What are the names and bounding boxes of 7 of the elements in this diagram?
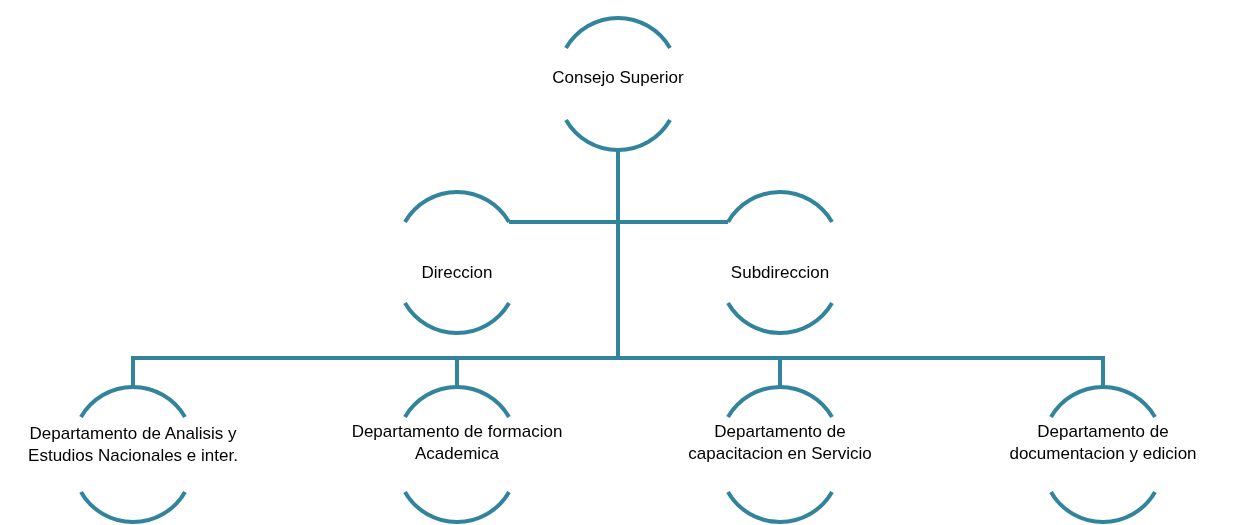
node-label: Subdireccion [729, 261, 831, 284]
node-label: Departamento de formacion Academica [350, 420, 564, 465]
node-label: Departamento de Analisis y Estudios Nacionales e inter. [27, 422, 239, 467]
node-label: Departamento de documentacion y edicion [1008, 420, 1198, 465]
node-label: Departamento de capacitacion en Servicio [687, 420, 873, 465]
node-label: Consejo Superior [551, 67, 685, 89]
node-label: Direccion [420, 261, 494, 284]
